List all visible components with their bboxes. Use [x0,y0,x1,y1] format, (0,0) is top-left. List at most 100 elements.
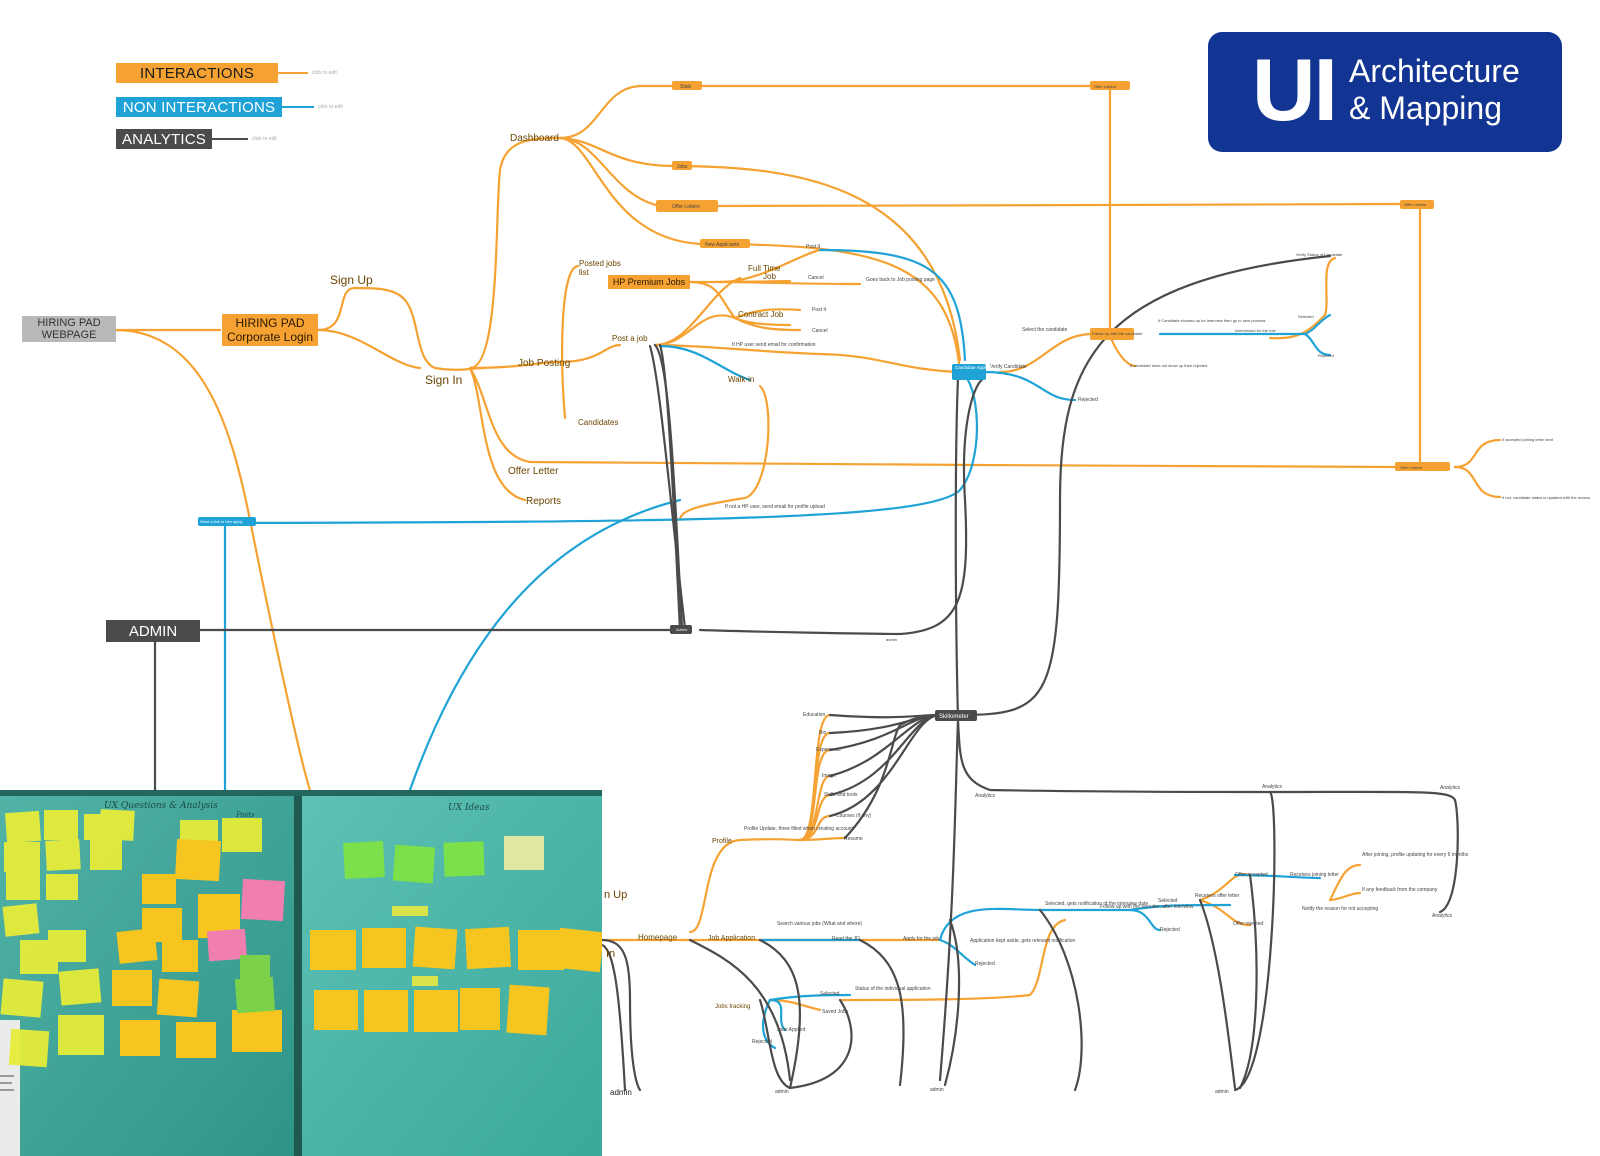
label-showed-up: If Candidate showed up for interview the… [1158,318,1265,323]
label-offer-box: Offer Letters [1404,202,1426,207]
node-sign-up: Sign Up [330,273,373,287]
label-reports-box: Offer Letters [1094,84,1116,89]
title-line2: & Mapping [1349,90,1502,126]
node-login-line2: Corporate Login [226,330,314,344]
legend-interactions-hint: click to edit [312,70,337,76]
node-sign-up-bottom: n Up [604,889,627,901]
legend-interactions-line [278,72,308,74]
label-selected-3: Selected [820,991,840,997]
label-bio: Bio [819,730,826,736]
label-rejected-4: Rejected [1160,927,1180,933]
label-follow-recruiter: Follow up with the recruiter, after inte… [1100,904,1194,910]
label-post-it-1: Post It [806,244,821,250]
label-status-individual: Status of the individual application [855,986,931,992]
label-rejected-3: Rejected [975,961,995,967]
node-dashboard: Dashboard [510,133,559,144]
label-resume: Resume [844,836,863,842]
legend-non-interactions-hint: click to edit [318,104,343,110]
label-admin-b1: admin [775,1089,789,1095]
label-jobs-applied: Jobs Applied [777,1027,806,1033]
node-offer-letter: Offer Letter [508,466,559,477]
node-admin[interactable]: ADMIN [106,620,200,642]
node-jobs-tracking: Jobs tracking [715,1004,750,1010]
label-profile-update: Profile Update, three filled when creati… [744,826,854,832]
label-search-jobs: Search various jobs (What and where) [777,921,862,927]
legend-interactions[interactable]: INTERACTIONS [116,63,278,83]
node-candidates: Candidates [578,418,618,427]
label-education: Education [803,712,825,718]
label-apply-job: Apply for the job [903,936,939,942]
branch-labels: Sign Up Sign In Dashboard Job Posting Of… [330,133,784,1097]
node-hiring-pad-webpage[interactable]: HIRING PAD WEBPAGE [22,316,116,342]
label-stats: Stats [680,84,692,90]
node-job-posting: Job Posting [518,358,570,369]
label-not-show-up: If candidate does not show up then rejec… [1130,363,1207,368]
label-candidate-applied: Candidate Applied [955,365,992,370]
label-rejected-5: Rejected [752,1039,772,1045]
label-admin-small: Admin [676,627,687,632]
node-reports: Reports [526,496,561,507]
sticky-notes-illustration: UX Questions & Analysis UX Ideas Posts [0,790,602,1156]
label-saved-jobs: Saved Jobs [822,1009,849,1015]
label-not-accepted: If not, candidate status is updated with… [1502,495,1590,500]
legend-analytics-line [212,138,248,140]
label-verify-candidate: Verify Candidate [990,364,1027,370]
label-analytics-4: Analytics [1432,913,1453,919]
small-node-badges [198,81,1450,721]
node-admin-bottom: admin [610,1088,632,1097]
label-interviewed: Interviewed for the role [1235,328,1276,333]
label-analytics-2: Analytics [1262,784,1283,790]
label-analytics-3: Analytics [1440,785,1461,791]
label-cancel-1: Cancel [808,275,824,281]
label-image: Image [822,773,836,779]
title-card: UI Architecture & Mapping [1208,32,1562,152]
node-corporate-login[interactable]: HIRING PAD Corporate Login [222,314,318,346]
label-skills: Skills and tools [824,792,858,798]
label-select-candidate: Select the candidate [1022,327,1068,333]
label-experience: Experience [816,747,841,753]
label-rejected-2: Rejected [1318,353,1334,358]
node-hp-premium-jobs[interactable]: HP Premium Jobs [608,275,690,289]
title-line1: Architecture [1349,53,1520,89]
node-login-line1: HIRING PAD [235,316,305,330]
label-admin-b2: admin [930,1087,944,1093]
node-sign-in-bottom: In [606,948,615,960]
label-notify-reason: Notify the reason for not accepting [1302,906,1378,912]
label-selected-gets: Selected, gets notification of the inter… [1045,901,1148,907]
label-hp-user-email: If HP user send email for confirmation [732,342,816,348]
label-not-hp-user: If not a HP user, send email for profile… [725,504,825,510]
label-new-applicants: New Applicants [705,242,740,248]
label-offer-rejected: Offer rejected [1233,921,1263,927]
node-posted-jobs-2: list [579,268,590,277]
label-offer-accepted: Offer accepted [1235,872,1268,878]
node-homepage: Homepage [638,933,678,942]
node-posted-jobs-1: Posted jobs [579,259,621,268]
node-post-a-job: Post a job [612,334,648,343]
node-full-time-1: Full Time [748,264,781,273]
photo-heading-posts: Posts [235,811,255,819]
photo-heading-left: UX Questions & Analysis [104,801,218,811]
label-skillometer: Skillometer [939,714,969,720]
label-follow-up: Follow up with the candidate [1092,331,1143,336]
legend-non-interactions-line [282,106,314,108]
label-jobs: Jobs [677,164,688,170]
small-labels: Stats Offer Letters Jobs Offer Letters N… [200,84,1590,1095]
label-accepted: If accepted joining letter sent [1502,437,1554,442]
legend-analytics[interactable]: ANALYTICS [116,129,212,149]
label-receives-joining: Receives joining letter [1290,872,1339,878]
label-after-joining: After joining, profile updating for ever… [1362,852,1469,858]
label-reports-box-2: Offer Letters [1400,465,1422,470]
node-job-application: Job Application [708,935,755,942]
label-goes-back: Goes back to Job posting page [866,277,935,283]
label-rejected-1: Rejected [1078,397,1098,403]
legend-non-interactions[interactable]: NON INTERACTIONS [116,97,282,117]
label-receives-offer: Receives offer letter [1195,893,1240,899]
interaction-links [113,84,1502,1012]
label-analytics-1: Analytics [975,793,996,799]
analytics-links [153,254,1459,1092]
node-full-time-2: Job [763,272,776,281]
label-admin-b3: admin [1215,1089,1229,1095]
label-selected-1: Selected [1298,314,1314,319]
node-sign-in: Sign In [425,373,462,387]
label-post-it-2: Post It [812,307,827,313]
